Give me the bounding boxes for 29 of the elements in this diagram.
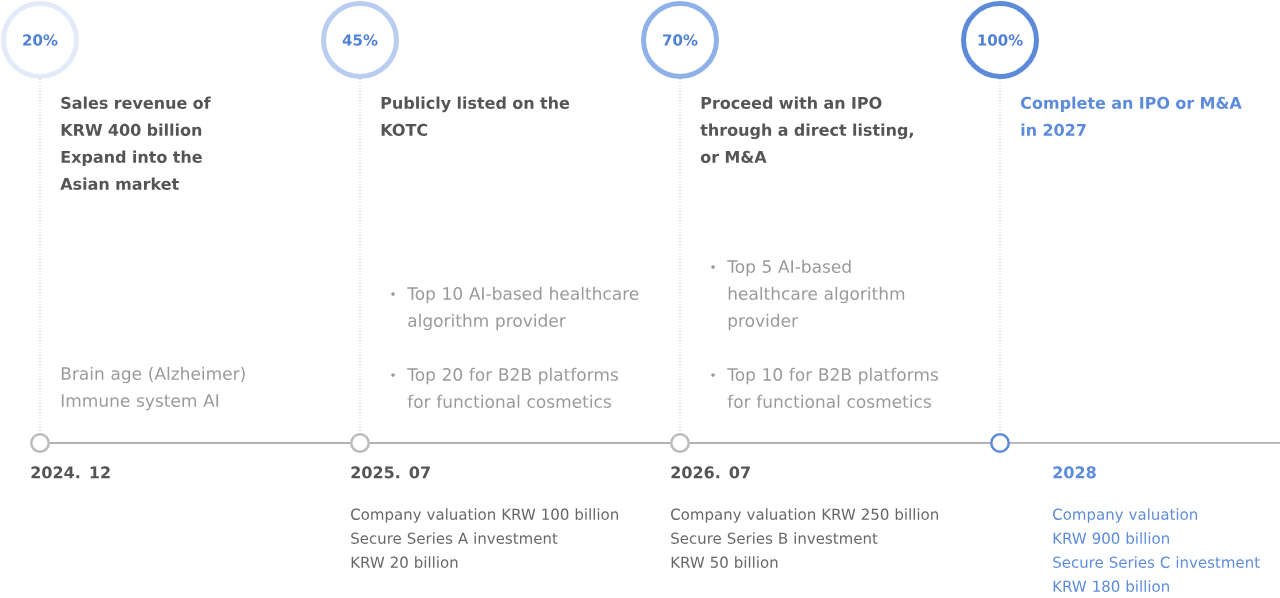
timeline-line	[369, 442, 671, 444]
description-text: Company valuation KRW 900 billion	[1053, 508, 1197, 544]
description-text: Company valuation KRW 250 billion	[671, 508, 938, 523]
milestone-title: Sales revenue of KRW 400 billion	[61, 96, 211, 136]
bullet-text: Top 10 AI-based healthcare algorithm provider	[407, 286, 639, 331]
date-label: 2026. 07	[671, 466, 750, 479]
timeline-line	[49, 442, 351, 444]
timeline-line	[1009, 442, 1280, 444]
note-text: Immune system AI	[61, 394, 219, 411]
description-text: Company valuation KRW 100 billion	[351, 508, 618, 523]
timeline-dot	[990, 433, 1010, 453]
timeline-dot	[670, 433, 690, 453]
note-text: Brain age (Alzheimer)	[61, 366, 245, 384]
bullet-text: Top 10 for B2B platforms for functional cosmetics	[727, 367, 938, 408]
timeline-dot	[30, 433, 50, 453]
description-text: Secure Series B investment KRW 50 billion	[671, 532, 878, 568]
description-text: Secure Series A investment KRW 20 billion	[351, 532, 558, 568]
milestone-title: Proceed with an IPO through a direct listing, or M&A	[700, 96, 913, 163]
timeline-dot	[350, 433, 370, 453]
bullet-text: Top 20 for B2B platforms for functional cosmetics	[407, 367, 618, 408]
bullet-text: Top 5 AI-based healthcare algorithm provider	[727, 259, 905, 331]
date-label: 2028	[1053, 466, 1096, 479]
date-label: 2025. 07	[351, 466, 430, 479]
date-label: 2024. 12	[31, 466, 110, 479]
timeline-line	[689, 442, 991, 444]
description-text: Secure Series C investment KRW 180 billion	[1053, 556, 1260, 592]
milestone-title: Complete an IPO or M&A in 2027	[1021, 96, 1242, 136]
milestone-title: Expand into the Asian market	[60, 150, 202, 190]
milestone-title: Publicly listed on the KOTC	[381, 96, 570, 136]
